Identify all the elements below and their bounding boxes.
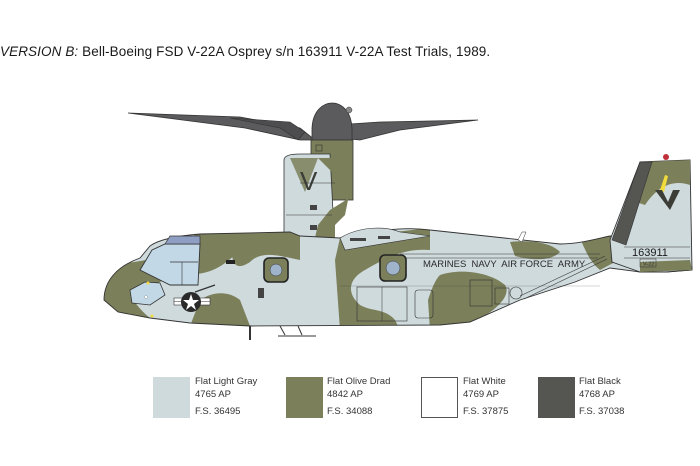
profile-caption: VERSION B: Bell-Boeing FSD V-22A Osprey …	[0, 44, 490, 59]
legend-fs: F.S. 36495	[195, 406, 241, 417]
tail-code: V-22	[643, 262, 654, 268]
legend-code: 4768 AP	[579, 389, 615, 400]
legend-name: Flat Black	[579, 376, 621, 387]
fuselage-lettering: MARINES NAVY AIR FORCE ARMY	[423, 259, 586, 270]
national-insignia	[173, 284, 216, 312]
legend-item-black: Flat Black 4768 AP F.S. 37038	[579, 375, 624, 418]
proprotor	[127, 102, 479, 141]
legend-fs: F.S. 37875	[463, 406, 509, 417]
swatch-olive-drab	[286, 377, 323, 418]
legend-name: Flat Olive Drad	[327, 376, 391, 387]
nacelle-v-marking: V	[300, 166, 318, 196]
swatch-light-gray	[153, 377, 190, 418]
landing-gear	[249, 325, 316, 340]
legend-fs: F.S. 37038	[579, 406, 625, 417]
swatch-white	[421, 377, 458, 418]
version-label: VERSION B:	[0, 44, 79, 59]
aircraft-profile: V BEWARE OF EXHAUST	[103, 102, 693, 340]
legend-code: 4769 AP	[463, 389, 499, 400]
legend-item-white: Flat White 4769 AP F.S. 37875	[463, 375, 508, 418]
legend-name: Flat White	[463, 376, 506, 387]
legend-item-olive-drab: Flat Olive Drad 4842 AP F.S. 34088	[327, 375, 390, 418]
caption-text: Bell-Boeing FSD V-22A Osprey s/n 163911 …	[78, 44, 491, 59]
legend-item-light-gray: Flat Light Gray 4765 AP F.S. 36495	[195, 375, 257, 418]
serial-number: 163911	[632, 247, 668, 259]
legend-code: 4842 AP	[327, 389, 363, 400]
swatch-black	[538, 377, 575, 418]
legend-code: 4765 AP	[195, 389, 231, 400]
tail-fin: 163911 V-22	[609, 154, 693, 273]
legend-name: Flat Light Gray	[195, 376, 258, 387]
cockpit	[129, 235, 264, 318]
legend-fs: F.S. 34088	[327, 406, 373, 417]
